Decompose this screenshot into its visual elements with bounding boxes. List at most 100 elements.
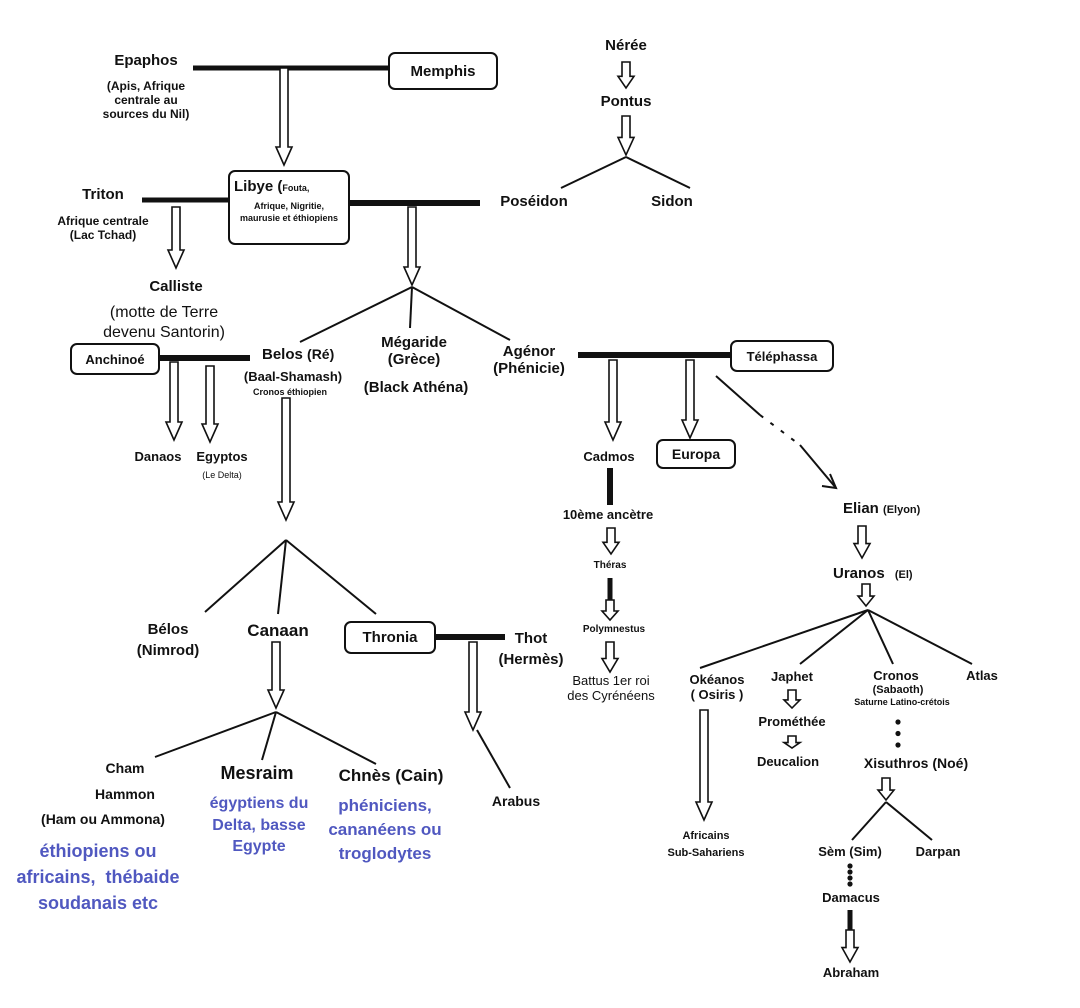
node-theras: Théras — [593, 560, 627, 571]
node-battus: Battus 1er roi des Cyrénéens — [567, 673, 655, 703]
branch-belos-nimrod — [204, 539, 287, 613]
arrow-egyptos — [200, 365, 220, 444]
node-libye-note1: Fouta, — [282, 183, 310, 193]
node-canaan: Canaan — [247, 621, 309, 640]
branch-cronos — [867, 609, 894, 665]
arrow-uranos-fork — [856, 583, 876, 608]
node-belos-name: Belos — [262, 346, 303, 363]
node-thot: Thot (Hermès) — [498, 630, 564, 668]
arrow-neree-pontus — [616, 61, 636, 90]
branch-agenor — [411, 286, 511, 341]
dots-cronos-xisuthros — [895, 742, 901, 748]
dashed-elian-lower — [799, 444, 837, 489]
arrow-damacus-abraham — [840, 929, 860, 964]
dashed-elian-upper — [715, 375, 761, 416]
node-darpan: Darpan — [915, 844, 961, 859]
node-thronia: Thronia — [344, 621, 436, 654]
node-cronos-note: (Sabaoth) — [872, 684, 924, 696]
node-cronos-sub: Saturne Latino-crétois — [854, 697, 950, 707]
branch-chnes — [275, 711, 377, 765]
node-polymnestus: Polymnestus — [582, 624, 646, 635]
arrow-epaphos-libye — [274, 67, 294, 167]
node-memphis: Memphis — [388, 52, 498, 90]
node-cronos: Cronos — [873, 668, 919, 683]
node-danaos: Danaos — [134, 449, 182, 464]
arrow-belos-fork — [276, 397, 296, 522]
node-agenor: Agénor (Phénicie) — [493, 343, 565, 378]
node-abraham: Abraham — [822, 965, 880, 980]
arrow-theras — [601, 527, 621, 556]
node-libye-note2: Afrique, Nigritie, maurusie et éthiopien… — [239, 201, 339, 223]
node-calliste: Calliste — [149, 278, 203, 295]
node-anchinoe: Anchinoé — [70, 343, 160, 375]
branch-sidon — [625, 156, 691, 189]
node-japhet: Japhet — [771, 669, 813, 684]
node-uranos-note: (El) — [894, 569, 913, 581]
node-egyptos-note: (Le Delta) — [202, 470, 242, 480]
node-cham-note: (Ham ou Ammona) — [41, 811, 165, 827]
node-triton: Triton — [82, 186, 124, 203]
branch-canaan — [277, 539, 287, 615]
arrow-europa — [680, 359, 700, 440]
node-neree: Nérée — [605, 37, 647, 54]
branch-arabus — [476, 729, 511, 789]
node-atlas: Atlas — [966, 668, 998, 683]
arrow-elian-uranos — [852, 525, 872, 560]
node-elian: Elian (Elyon) — [843, 500, 920, 517]
branch-okeanos — [699, 609, 869, 669]
node-damacus: Damacus — [822, 890, 880, 905]
node-deucalion: Deucalion — [756, 754, 820, 769]
node-belos-sub: Cronos éthiopien — [253, 387, 327, 397]
node-calliste-note: (motte de Terre devenu Santorin) — [103, 304, 225, 341]
node-cadmos: Cadmos — [583, 449, 635, 464]
node-promethee: Prométhée — [758, 714, 826, 729]
arrow-thronia-arabus — [463, 641, 483, 732]
arrow-canaan-fork — [266, 641, 286, 710]
node-sidon: Sidon — [651, 193, 693, 210]
node-belos: Belos (Ré) — [262, 346, 334, 363]
node-africains: Africains Sub-Sahariens — [667, 830, 745, 859]
node-chnes: Chnès (Cain) — [338, 766, 444, 785]
node-mesraim: Mesraim — [220, 763, 294, 783]
dots-sem-damacus — [847, 881, 853, 887]
dots-sem-damacus — [847, 863, 853, 869]
dots-sem-damacus — [847, 869, 853, 875]
node-libye-name: Libye ( — [234, 178, 283, 195]
node-telephassa: Téléphassa — [730, 340, 834, 372]
dashed-elian-mid — [759, 414, 801, 446]
arrow-cadmos — [603, 359, 623, 442]
node-arabus: Arabus — [491, 793, 541, 809]
node-mesraim-desc: égyptiens du Delta, basse Egypte — [209, 795, 309, 856]
node-megaride-note: (Black Athéna) — [363, 379, 469, 396]
arrow-pontus-fork — [616, 115, 636, 157]
node-europa: Europa — [656, 439, 736, 469]
arrow-danaos — [164, 361, 184, 442]
branch-poseidon — [560, 156, 627, 189]
branch-cham — [154, 711, 277, 758]
node-uranos-name: Uranos — [833, 565, 885, 582]
node-okeanos: Okéanos ( Osiris ) — [689, 672, 745, 702]
dots-cronos-xisuthros — [895, 719, 901, 725]
node-cham: Cham Hammon — [95, 760, 155, 802]
node-xisuthros: Xisuthros (Noé) — [863, 755, 969, 771]
node-belos-nimrod: Bélos (Nimrod) — [136, 621, 200, 659]
arrow-polymnestus — [600, 599, 620, 622]
arrow-okeanos-africains — [694, 709, 714, 822]
node-cham-desc: éthiopiens ou africains, thébaide soudan… — [16, 841, 180, 914]
arrow-xisuthros-fork — [876, 777, 896, 802]
arrow-triton-calliste — [166, 206, 186, 270]
node-belos-note: (Baal-Shamash) — [243, 369, 343, 384]
branch-megaride — [409, 286, 413, 329]
node-elian-name: Elian — [843, 500, 879, 517]
node-uranos: Uranos (El) — [833, 565, 913, 582]
branch-belos — [299, 286, 413, 343]
node-egyptos: Egyptos — [196, 449, 248, 464]
dots-cronos-xisuthros — [895, 730, 901, 737]
dots-sem-damacus — [847, 875, 853, 881]
arrowhead-elian — [821, 473, 838, 490]
node-belos-name2: (Ré) — [307, 346, 335, 362]
node-triton-note: Afrique centrale (Lac Tchad) — [57, 214, 149, 242]
branch-sem — [851, 801, 887, 841]
branch-thronia — [285, 539, 377, 615]
